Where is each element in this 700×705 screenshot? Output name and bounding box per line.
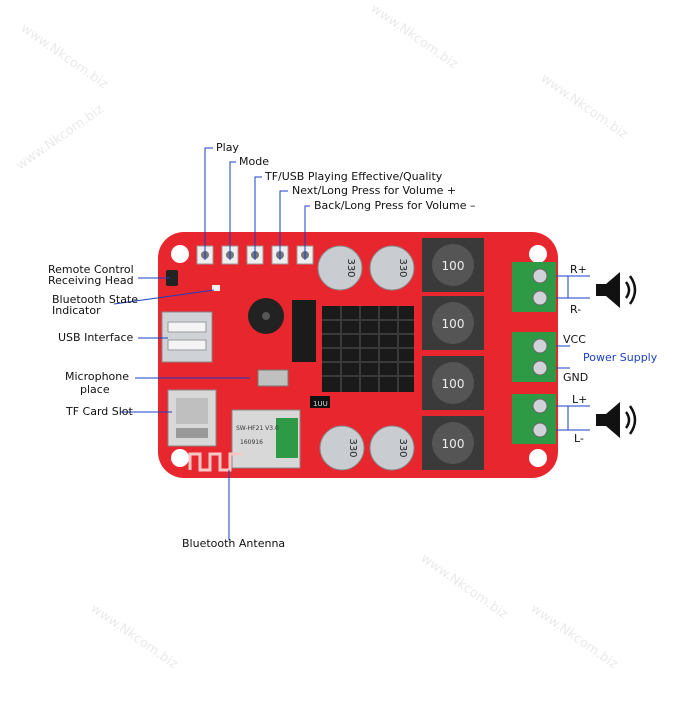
capacitor-top-right: 330 <box>369 245 415 291</box>
label-remote-line2: Receiving Head <box>48 274 134 287</box>
terminal-left-speaker <box>512 394 556 444</box>
module-date: 160916 <box>240 439 263 446</box>
label-antenna: Bluetooth Antenna <box>182 537 286 550</box>
tf-card-slot <box>167 389 217 447</box>
ir-receiver <box>166 270 178 286</box>
capacitor-bottom-left: 330 <box>319 425 365 471</box>
label-l-plus: L+ <box>572 393 588 406</box>
terminal-power <box>512 332 556 382</box>
label-quality: TF/USB Playing Effective/Quality <box>265 170 443 183</box>
label-power-supply: Power Supply <box>583 351 658 364</box>
bluetooth-antenna <box>188 452 242 472</box>
label-back: Back/Long Press for Volume – <box>314 199 476 212</box>
watermark: www.Nkcom.biz <box>538 71 631 142</box>
heatsink <box>322 306 414 392</box>
svg-text:1UU: 1UU <box>313 400 328 408</box>
watermark: www.Nkcom.biz <box>18 21 111 92</box>
module-label: SW-HF21 V3.0 <box>236 425 279 432</box>
svg-text:330: 330 <box>347 438 358 457</box>
label-next: Next/Long Press for Volume + <box>292 184 457 197</box>
svg-text:330: 330 <box>397 258 408 277</box>
svg-text:100: 100 <box>442 437 465 451</box>
label-r-plus: R+ <box>570 263 587 276</box>
label-play: Play <box>216 141 239 154</box>
svg-text:100: 100 <box>442 259 465 273</box>
label-bt-state-line2: Indicator <box>52 304 101 317</box>
label-vcc: VCC <box>563 333 586 346</box>
inductor-4: 100 <box>422 416 484 470</box>
small-capacitor <box>310 396 330 408</box>
label-usb: USB Interface <box>58 331 134 344</box>
capacitor-bottom-right: 330 <box>369 425 415 471</box>
label-remote-line1: Remote Control <box>48 263 134 276</box>
speaker-icon-left <box>596 402 637 438</box>
inductor-2: 100 <box>422 296 484 350</box>
watermark: www.Nkcom.biz <box>528 601 621 672</box>
leader-lines <box>113 147 590 540</box>
svg-text:100: 100 <box>442 317 465 331</box>
label-mic-line2: place <box>80 383 110 396</box>
label-l-minus: L- <box>574 432 584 445</box>
inductor-1: 100 <box>422 238 484 292</box>
watermark: www.Nkcom.biz <box>14 102 107 173</box>
watermark: www.Nkcom.biz <box>88 601 181 672</box>
label-r-minus: R- <box>570 303 582 316</box>
watermark: www.Nkcom.biz <box>418 551 511 622</box>
svg-text:330: 330 <box>345 258 356 277</box>
inductor-3: 100 <box>422 356 484 410</box>
terminal-right-speaker <box>512 262 556 312</box>
label-mic-line1: Microphone <box>65 370 130 383</box>
watermark: www.Nkcom.biz <box>368 1 461 72</box>
capacitor-top-left: 330 <box>317 245 363 291</box>
svg-text:330: 330 <box>397 438 408 457</box>
usb-port <box>161 311 213 363</box>
label-mode: Mode <box>239 155 269 168</box>
bt-led <box>212 285 220 291</box>
speaker-icon-right <box>596 272 637 308</box>
ic-chip <box>292 300 316 362</box>
label-gnd: GND <box>563 371 589 384</box>
label-bt-state-line1: Bluetooth State <box>52 293 139 306</box>
bluetooth-module: SW-HF21 V3.0 160916 <box>231 409 301 469</box>
label-tf: TF Card Slot <box>66 405 133 418</box>
svg-text:100: 100 <box>442 377 465 391</box>
